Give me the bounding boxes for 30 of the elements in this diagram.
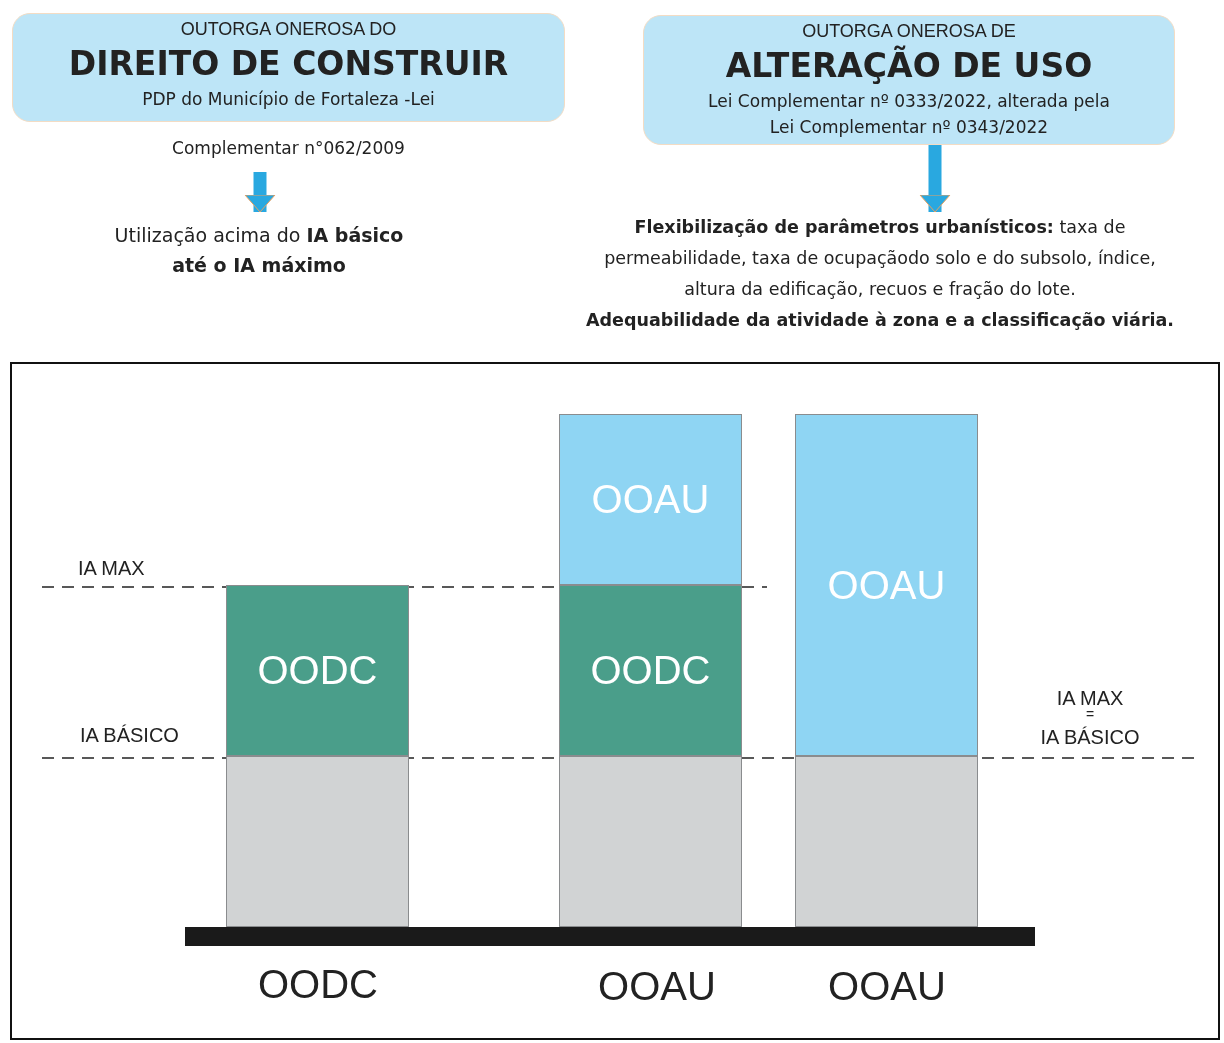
description-text: Utilização acima do IA básico até o IA máximo xyxy=(100,212,418,280)
bar-caption: OOAU xyxy=(827,964,947,1008)
title-kicker: OUTORGA ONEROSA DE xyxy=(801,20,1017,43)
segment-label: OOAU xyxy=(827,562,946,608)
description-text: Flexibilização de parâmetros urbanísticos: taxa de permeabilidade, taxa de ocupaçãodo solo e do subsolo, índice, altura da edificação, recuos e fração do lote. xyxy=(603,216,1157,301)
law-reference: Complementar n°062/2009 xyxy=(171,138,406,158)
bar-segment xyxy=(559,414,742,585)
title-heading: ALTERAÇÃO DE USO xyxy=(724,44,1094,87)
bar-caption: OOAU xyxy=(597,964,717,1008)
bar-segment xyxy=(795,414,978,756)
title-kicker: OUTORGA ONEROSA DO xyxy=(179,18,398,41)
title-heading: DIREITO DE CONSTRUIR xyxy=(67,43,510,85)
title-panel xyxy=(643,15,1175,145)
base-segment xyxy=(795,756,978,927)
segment-label: OOAU xyxy=(591,477,710,522)
description-text: Adequabilidade da atividade à zona e a classificação viária. xyxy=(585,309,1175,332)
down-arrow xyxy=(919,145,951,213)
segment-label: OODC xyxy=(257,648,378,693)
level-label: IA MAX xyxy=(78,557,146,579)
segment-label: OODC xyxy=(590,648,711,693)
bar-segment xyxy=(559,585,742,756)
down-arrow xyxy=(244,172,276,213)
bar-segment xyxy=(226,585,409,756)
base-segment xyxy=(226,756,409,927)
base-segment xyxy=(559,756,742,927)
law-reference: Lei Complementar nº 0333/2022, alterada pela Lei Complementar nº 0343/2022 xyxy=(707,90,1111,139)
level-label: IA BÁSICO xyxy=(80,724,180,746)
bar-caption: OODC xyxy=(257,962,379,1006)
law-reference: PDP do Município de Fortaleza -Lei xyxy=(141,88,436,111)
diagram-frame xyxy=(10,362,1220,1040)
